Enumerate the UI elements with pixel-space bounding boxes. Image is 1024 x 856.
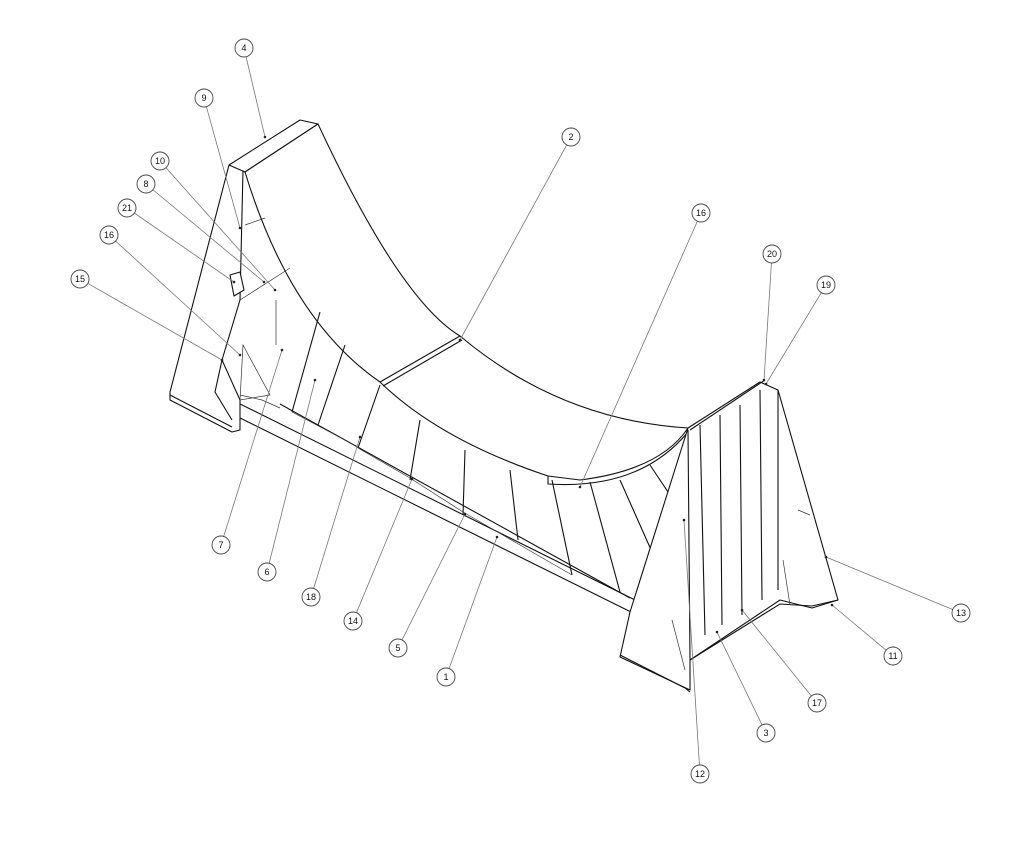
leader-arrow-icon bbox=[410, 477, 414, 481]
item-balloon: 14 bbox=[343, 611, 363, 631]
leader-arrow-icon bbox=[740, 608, 744, 612]
balloon-number: 6 bbox=[264, 567, 269, 577]
item-balloon: 11 bbox=[883, 646, 903, 666]
lifting-lug bbox=[229, 271, 245, 297]
item-balloon: 5 bbox=[388, 638, 408, 658]
item-balloon: 9 bbox=[194, 88, 214, 108]
leader-arrow-icon bbox=[238, 353, 242, 357]
balloon-number: 13 bbox=[956, 608, 966, 618]
leader-line bbox=[401, 513, 466, 641]
item-balloon: 13 bbox=[951, 603, 971, 623]
leader-line bbox=[87, 283, 223, 361]
leader-arrow-icon bbox=[358, 435, 362, 439]
balloon-number: 2 bbox=[568, 132, 573, 142]
balloon-number: 7 bbox=[218, 540, 223, 550]
leader-arrow-icon bbox=[578, 485, 582, 489]
balloon-number: 4 bbox=[241, 43, 246, 53]
balloon-number: 10 bbox=[155, 156, 165, 166]
balloon-number: 21 bbox=[122, 203, 132, 213]
leader-line bbox=[313, 436, 361, 589]
leader-line bbox=[716, 631, 763, 726]
item-balloon: 8 bbox=[136, 174, 156, 194]
leader-line bbox=[152, 189, 265, 283]
leader-arrow-icon bbox=[263, 135, 267, 139]
leader-line bbox=[763, 262, 772, 381]
leader-line bbox=[831, 604, 887, 651]
item-balloon: 15 bbox=[70, 269, 90, 289]
leader-line bbox=[741, 609, 812, 697]
item-balloon: 1 bbox=[436, 667, 456, 687]
leader-arrow-icon bbox=[682, 518, 686, 522]
trough-plate bbox=[244, 123, 689, 481]
leader-line bbox=[579, 221, 698, 488]
item-balloon: 17 bbox=[807, 693, 827, 713]
leader-arrow-icon bbox=[280, 348, 284, 352]
leader-arrow-icon bbox=[762, 378, 766, 382]
item-balloon: 7 bbox=[211, 535, 231, 555]
balloon-number: 3 bbox=[763, 728, 768, 738]
balloon-number: 15 bbox=[75, 274, 85, 284]
leader-arrow-icon bbox=[273, 288, 277, 292]
leader-line bbox=[134, 212, 235, 283]
balloon-number: 14 bbox=[348, 616, 358, 626]
right-support bbox=[619, 381, 839, 691]
balloon-number: 18 bbox=[306, 592, 316, 602]
item-balloon: 12 bbox=[690, 764, 710, 784]
item-balloon: 16 bbox=[691, 203, 711, 223]
balloon-number: 20 bbox=[767, 249, 777, 259]
leader-arrow-icon bbox=[458, 338, 462, 342]
cradle-structure bbox=[169, 119, 839, 693]
leader-arrow-icon bbox=[764, 382, 768, 386]
leader-line bbox=[245, 56, 266, 138]
leader-line bbox=[448, 536, 498, 669]
leader-arrow-icon bbox=[495, 535, 499, 539]
leader-arrow-icon bbox=[238, 226, 242, 230]
leader-line bbox=[268, 379, 316, 564]
item-balloon: 10 bbox=[150, 151, 170, 171]
item-balloon: 3 bbox=[756, 723, 776, 743]
item-balloon: 4 bbox=[234, 38, 254, 58]
left-support bbox=[169, 164, 244, 433]
leader-line bbox=[459, 144, 568, 341]
leader-arrow-icon bbox=[830, 603, 834, 607]
leader-line bbox=[356, 478, 413, 613]
balloon-number: 19 bbox=[821, 280, 831, 290]
item-balloon: 6 bbox=[257, 562, 277, 582]
balloon-number: 16 bbox=[104, 230, 114, 240]
leader-line bbox=[206, 106, 241, 229]
leader-arrow-icon bbox=[262, 280, 266, 284]
leader-arrow-icon bbox=[232, 280, 236, 284]
leader-arrow-icon bbox=[313, 378, 317, 382]
leader-line bbox=[165, 167, 276, 291]
balloon-number: 16 bbox=[696, 208, 706, 218]
balloon-number: 5 bbox=[395, 643, 400, 653]
leader-line bbox=[223, 349, 283, 537]
leader-arrow-icon bbox=[824, 555, 828, 559]
leader-line bbox=[765, 292, 822, 385]
balloon-number: 11 bbox=[888, 651, 897, 661]
leader-arrow-icon bbox=[715, 630, 719, 634]
leader-line bbox=[115, 240, 241, 356]
item-balloon: 16 bbox=[99, 225, 119, 245]
item-balloon: 19 bbox=[816, 275, 836, 295]
leader-arrow-icon bbox=[463, 512, 467, 516]
leader-line bbox=[825, 556, 953, 610]
balloon-number: 8 bbox=[143, 179, 148, 189]
leader-line bbox=[683, 519, 700, 766]
leader-arrow-icon bbox=[220, 358, 224, 362]
balloon-number: 17 bbox=[812, 698, 822, 708]
item-balloon: 20 bbox=[762, 244, 782, 264]
item-balloon: 2 bbox=[561, 127, 581, 147]
item-balloon: 18 bbox=[301, 587, 321, 607]
item-balloon: 21 bbox=[117, 198, 137, 218]
balloon-number: 9 bbox=[201, 93, 206, 103]
balloon-number: 1 bbox=[443, 672, 448, 682]
balloon-number: 12 bbox=[695, 769, 705, 779]
